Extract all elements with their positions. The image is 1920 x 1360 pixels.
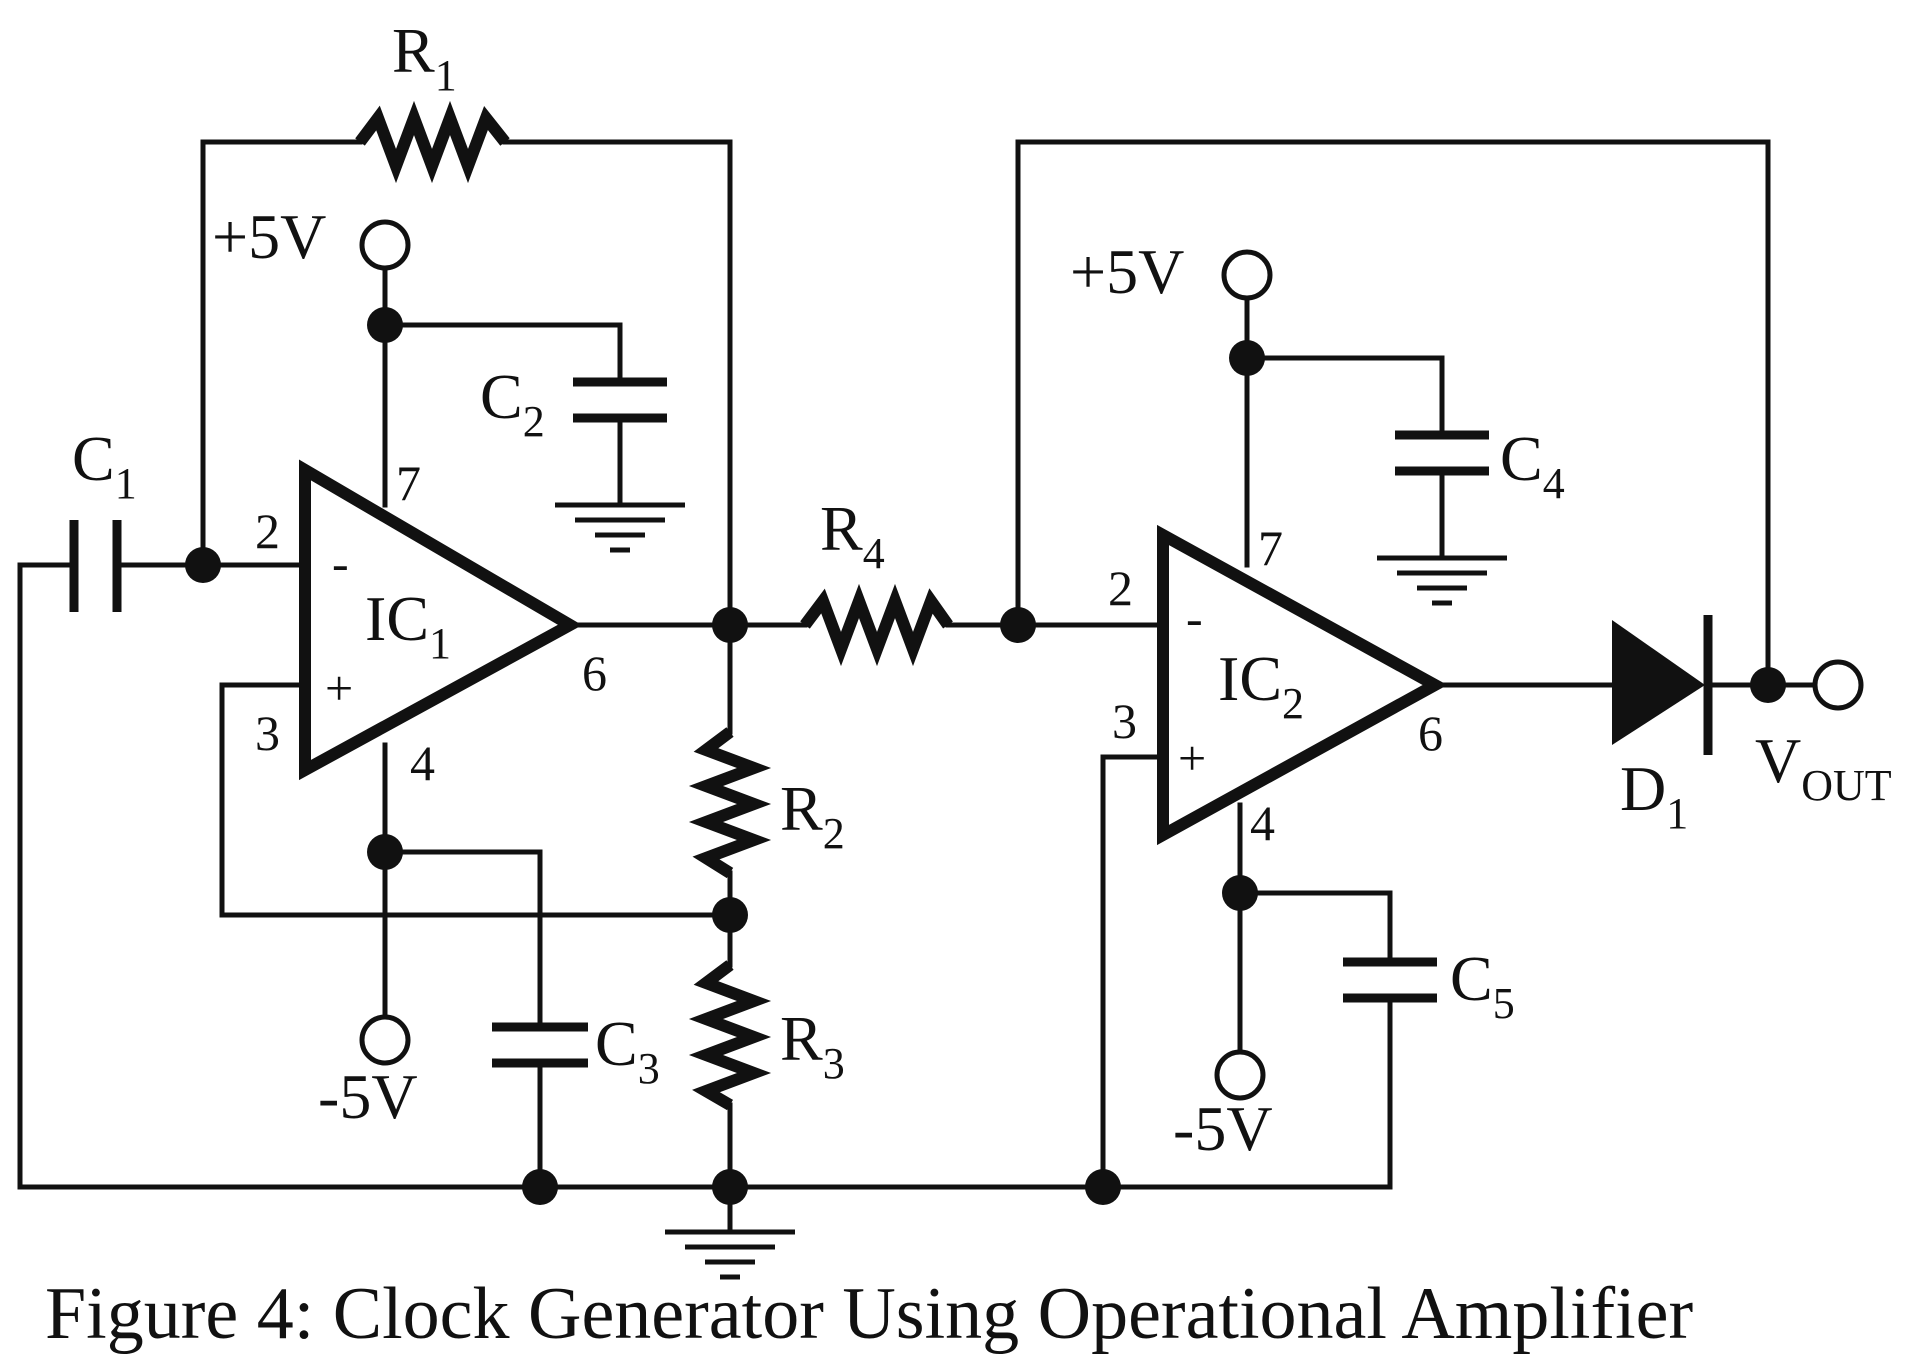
junction-ic1-out: [712, 607, 748, 643]
ic1-inverting-sign: -: [332, 535, 349, 591]
label-c2: C2: [480, 361, 545, 446]
wire-c1-ground-return: [17, 562, 77, 1190]
figure-caption: Figure 4: Clock Generator Using Operatio…: [45, 1273, 1693, 1355]
ic2-noninverting-sign: +: [1178, 730, 1206, 786]
junction-divider-mid: [712, 897, 748, 933]
junction-ground-c3: [522, 1169, 558, 1205]
opamp-ic2: [1157, 524, 1448, 846]
label-ic2-pos-supply: +5V: [1070, 236, 1184, 307]
wire-ic2-feedback: [1015, 139, 1771, 688]
label-ic1-neg-supply: -5V: [318, 1061, 418, 1132]
terminal-ic2-neg-supply: [1214, 1049, 1266, 1101]
wire-ic1-pin3-feedback: [219, 682, 733, 918]
label-ic1-pos-supply: +5V: [212, 201, 326, 272]
junction-ic1-vpos: [367, 307, 403, 343]
terminals: [359, 219, 1864, 1101]
pin-ic1-vneg: 4: [410, 735, 435, 791]
ic2-inverting-sign: -: [1186, 590, 1203, 646]
capacitor-c3: [492, 1022, 588, 1068]
pin-ic2-vneg: 4: [1250, 795, 1275, 851]
diode-d1: [1612, 615, 1713, 755]
junction-vout: [1750, 667, 1786, 703]
label-r3: R3: [780, 1003, 845, 1088]
junction-ic2-vneg: [1222, 875, 1258, 911]
resistors: [355, 100, 953, 1111]
ground-main: [665, 1229, 795, 1280]
label-d1: D1: [1620, 753, 1688, 838]
resistor-r3: [688, 960, 772, 1111]
wires: [17, 139, 1815, 1235]
pin-ic1-inv: 2: [255, 503, 280, 559]
terminal-ic2-pos-supply: [1221, 249, 1273, 301]
label-r4: R4: [820, 493, 885, 578]
label-r2: R2: [780, 773, 845, 858]
junction-ic1-vneg: [367, 834, 403, 870]
capacitors: [69, 377, 1489, 1068]
resistor-r4: [800, 583, 953, 667]
wire-c3-top: [382, 849, 543, 1030]
junction-ic1-inv: [185, 547, 221, 583]
junctions: [185, 307, 1786, 1205]
label-c3: C3: [595, 1008, 660, 1093]
wire-ic2-pin3-ground: [1100, 754, 1166, 1190]
junction-ic2-vpos: [1229, 340, 1265, 376]
capacitor-c5: [1343, 957, 1437, 1003]
pin-ic1-vpos: 7: [396, 455, 421, 511]
junction-ground-main: [712, 1169, 748, 1205]
label-c4: C4: [1500, 423, 1565, 508]
terminal-vout: [1812, 659, 1864, 711]
wire-r1-feedback: [200, 139, 363, 568]
opamp-ic1: [299, 459, 583, 781]
pin-ic2-vpos: 7: [1258, 520, 1283, 576]
resistor-r1: [355, 100, 510, 184]
ground-c2: [555, 502, 685, 553]
capacitor-c2: [573, 377, 667, 423]
capacitor-c1: [69, 520, 122, 612]
label-ic2: IC2: [1218, 643, 1304, 728]
wire-r1-to-output-node: [502, 139, 733, 628]
label-c5: C5: [1450, 943, 1515, 1028]
label-vout: VOUT: [1755, 725, 1892, 810]
wire-c5-top: [1237, 890, 1393, 965]
pin-ic2-inv: 2: [1108, 560, 1133, 616]
capacitor-c4: [1395, 430, 1489, 476]
label-ic1: IC1: [365, 583, 451, 668]
resistor-r2: [688, 727, 772, 879]
pin-ic2-noninv: 3: [1112, 693, 1137, 749]
label-c1: C1: [72, 423, 137, 508]
ground-c4: [1377, 555, 1507, 606]
ic1-noninverting-sign: +: [325, 660, 353, 716]
terminal-ic1-neg-supply: [359, 1014, 411, 1066]
pin-ic1-noninv: 3: [255, 705, 280, 761]
label-ic2-neg-supply: -5V: [1173, 1093, 1273, 1164]
junction-ic2-inv: [1000, 607, 1036, 643]
wire-c2-top: [382, 322, 623, 385]
junction-ground-ic2: [1085, 1169, 1121, 1205]
pin-ic1-out: 6: [582, 645, 607, 701]
terminal-ic1-pos-supply: [359, 219, 411, 271]
pin-ic2-out: 6: [1418, 705, 1443, 761]
label-r1: R1: [392, 15, 457, 100]
wire-c4-top: [1244, 355, 1445, 438]
diode-d1-anode: [1612, 620, 1705, 745]
